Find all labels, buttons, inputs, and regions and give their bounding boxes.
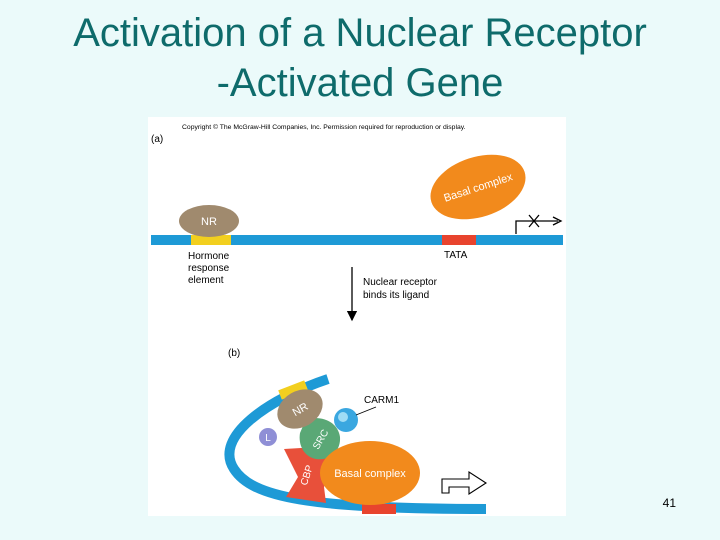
nuclear-receptor-b: NR xyxy=(277,389,323,429)
dna-strand-a xyxy=(151,235,563,245)
basal-complex-b: Basal complex xyxy=(320,441,420,505)
hormone-response-element-b xyxy=(278,380,308,400)
nuclear-receptor-a: NR xyxy=(179,205,239,237)
panel-b: (b) CBP SRC CARM1 xyxy=(224,348,488,514)
slide-title-line-1: Activation of a Nuclear Receptor xyxy=(73,11,647,55)
hre-label: Hormone response element xyxy=(188,251,232,286)
basal-complex-a: Basal complex xyxy=(430,154,526,220)
slide-title-line-2: -Activated Gene xyxy=(216,61,504,105)
slide-title: Activation of a Nuclear Receptor -Activa… xyxy=(0,8,720,108)
nr-a-label: NR xyxy=(201,216,217,228)
hormone-response-element-a xyxy=(191,235,231,245)
copyright-notice: Copyright © The McGraw-Hill Companies, I… xyxy=(182,123,466,131)
blocked-transcription-arrow xyxy=(515,214,563,234)
tata-label: TATA xyxy=(444,250,468,261)
tata-box-a xyxy=(442,235,476,245)
transcription-arrow xyxy=(441,470,488,496)
step-label: Nuclear receptor binds its ligand xyxy=(363,277,440,301)
step-label-line-1: Nuclear receptor xyxy=(363,277,438,288)
ligand-label: L xyxy=(265,433,271,444)
hre-label-line-1: Hormone xyxy=(188,251,230,262)
cbp-coactivator: CBP xyxy=(284,447,334,503)
step-label-line-2: binds its ligand xyxy=(363,290,429,301)
tata-box-b xyxy=(362,504,396,514)
panel-b-label: (b) xyxy=(228,348,240,359)
carm1-coactivator: CARM1 xyxy=(334,395,399,432)
hre-label-line-3: element xyxy=(188,275,224,286)
panel-a: (a) Basal complex NR xyxy=(151,134,563,322)
carm1-label: CARM1 xyxy=(364,395,399,406)
hre-label-line-2: response xyxy=(188,263,230,274)
gene-activation-figure: Copyright © The McGraw-Hill Companies, I… xyxy=(148,117,566,516)
src-coactivator: SRC xyxy=(299,417,341,460)
page-number: 41 xyxy=(662,496,676,510)
ligand: L xyxy=(259,428,277,446)
basal-complex-b-label: Basal complex xyxy=(334,468,406,480)
panel-a-label: (a) xyxy=(151,134,163,145)
